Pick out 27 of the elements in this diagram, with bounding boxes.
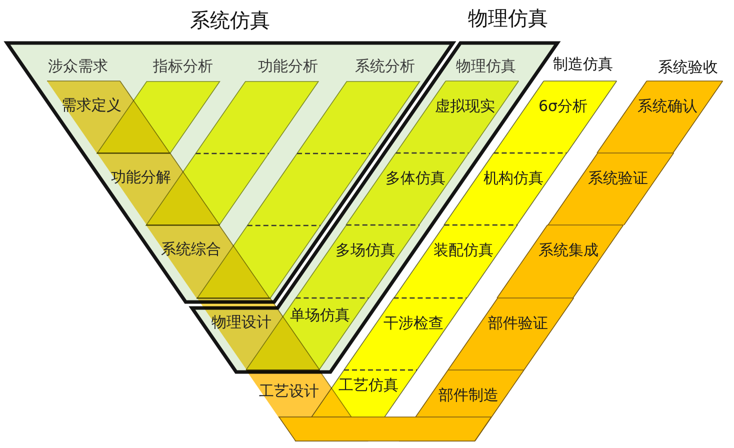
column-heading: 系统验收 <box>658 60 718 74</box>
column-heading: 制造仿真 <box>552 56 613 72</box>
step-label: 系统综合 <box>160 242 221 256</box>
step-label: 机构仿真 <box>483 170 544 186</box>
column-heading: 系统分析 <box>354 58 415 74</box>
step-label: 需求定义 <box>62 98 122 112</box>
step-label: 虚拟现实 <box>435 98 496 114</box>
step-label: 系统验证 <box>588 170 648 186</box>
step-label: 物理设计 <box>211 314 272 330</box>
step-label: 工艺设计 <box>258 384 319 398</box>
step-label: 系统确认 <box>638 98 698 114</box>
column-heading: 涉众需求 <box>48 58 108 74</box>
step-label: 多场仿真 <box>336 242 396 258</box>
step-label: 系统集成 <box>538 242 598 258</box>
column-heading: 物理仿真 <box>456 58 516 74</box>
step-label: 部件制造 <box>438 388 498 402</box>
step-label: 单场仿真 <box>290 308 350 322</box>
step-label: 6σ分析 <box>538 98 588 114</box>
column-heading: 指标分析 <box>152 58 213 74</box>
step-label: 装配仿真 <box>434 242 494 258</box>
step-label: 多体仿真 <box>385 170 446 186</box>
step-label: 工艺仿真 <box>338 378 398 392</box>
column-heading: 功能分析 <box>258 58 318 74</box>
panel-title: 物理仿真 <box>468 8 548 28</box>
panel-title: 系统仿真 <box>190 10 270 30</box>
step-label: 部件验证 <box>488 316 548 330</box>
step-label: 干涉检查 <box>383 316 444 330</box>
